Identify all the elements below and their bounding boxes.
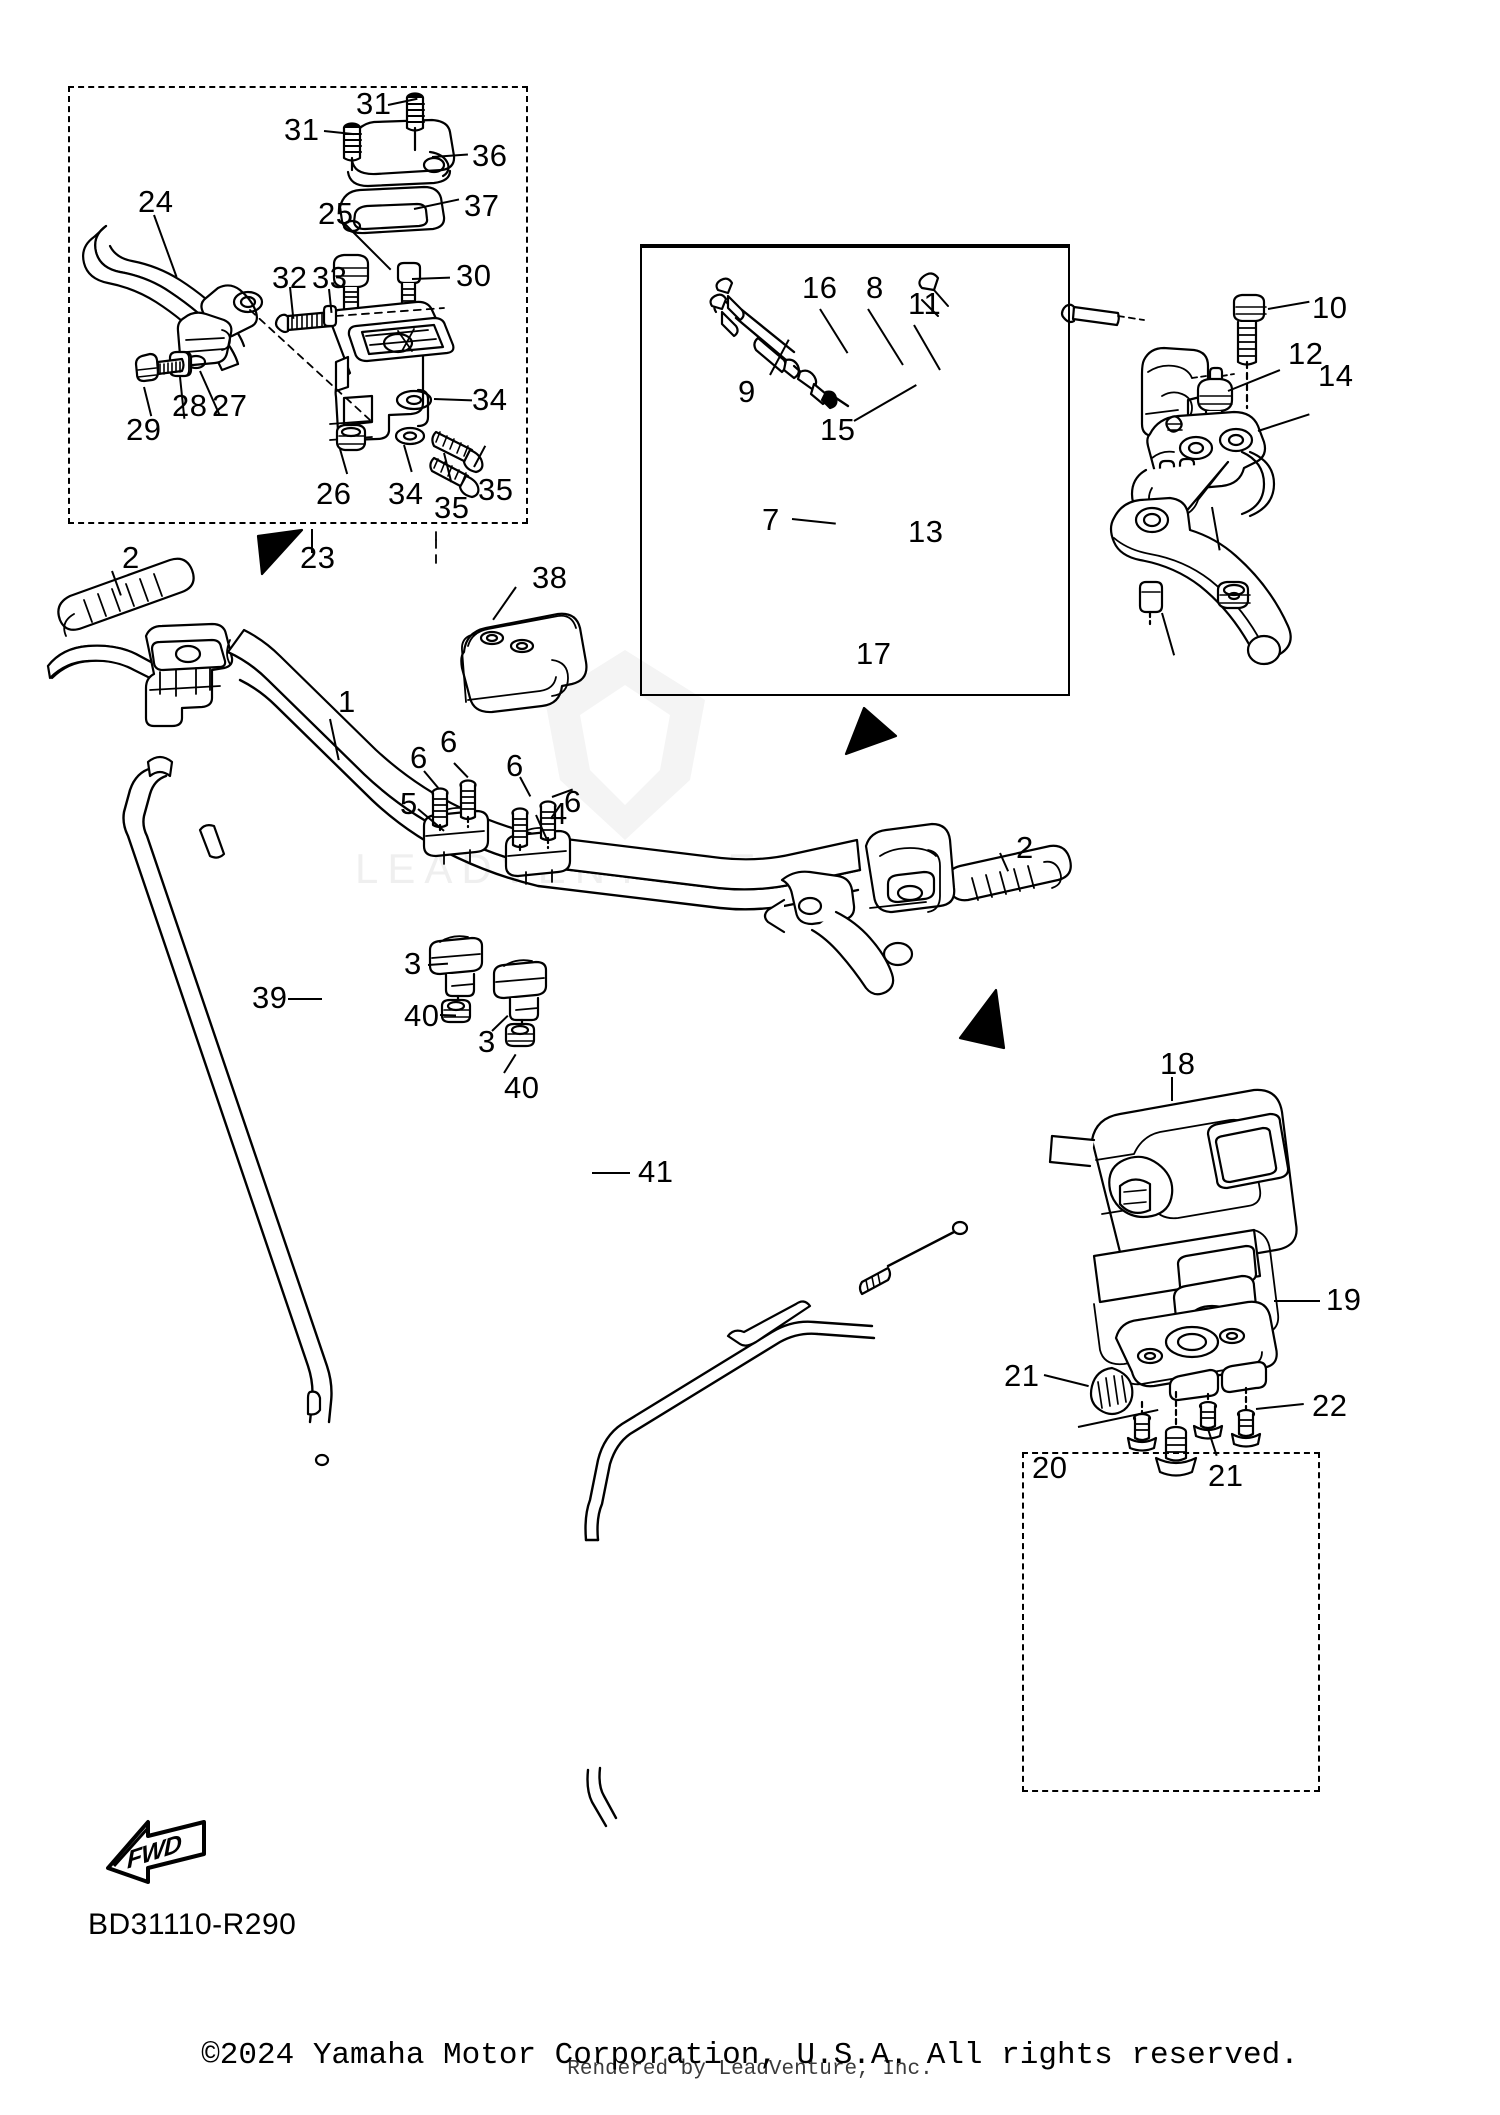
callout-18: 18 — [1160, 1046, 1196, 1081]
callout-15: 15 — [820, 412, 856, 447]
leader-2b — [999, 852, 1010, 872]
callout-2a: 2 — [122, 540, 140, 575]
callout-9: 9 — [738, 374, 756, 409]
callout-1: 1 — [338, 684, 356, 719]
leader-41 — [592, 1172, 630, 1174]
watermark-text: LEADVENTURE — [355, 845, 765, 892]
leader-12 — [1227, 369, 1281, 392]
leader-22 — [1255, 1402, 1304, 1410]
callout-7: 7 — [762, 502, 780, 537]
callout-27: 27 — [212, 388, 248, 423]
leader-20 — [1077, 1408, 1159, 1428]
rendered-by-text: Rendered by LeadVenture, Inc. — [567, 2058, 933, 2081]
callout-6d: 6 — [564, 784, 582, 819]
leader-21a — [1043, 1374, 1089, 1388]
callout-5: 5 — [400, 786, 418, 821]
leader-39 — [288, 998, 322, 1000]
callout-36: 36 — [472, 138, 508, 173]
leader-2a — [111, 570, 122, 596]
callout-23: 23 — [300, 540, 336, 575]
inset-master-cylinder — [68, 86, 528, 524]
callout-37: 37 — [464, 188, 500, 223]
callout-17: 17 — [856, 636, 892, 671]
callout-35b: 35 — [478, 472, 514, 507]
callout-16: 16 — [802, 270, 838, 305]
leader-1 — [329, 718, 340, 761]
fwd-direction-arrow: FWD — [100, 1810, 220, 1900]
leader-40a — [439, 1014, 457, 1017]
callout-41: 41 — [638, 1154, 674, 1189]
callout-21a: 21 — [1004, 1358, 1040, 1393]
callout-34b: 34 — [388, 476, 424, 511]
leader-5 — [417, 808, 445, 832]
callout-12: 12 — [1288, 336, 1324, 371]
leader-6b — [453, 762, 469, 779]
callout-11: 11 — [908, 286, 942, 321]
leader-17 — [1161, 612, 1176, 656]
part-code-label: BD31110-R290 — [88, 1908, 297, 1941]
callout-6a: 6 — [410, 740, 428, 775]
callout-13: 13 — [908, 514, 944, 549]
inset-switch-assembly — [1022, 1452, 1320, 1792]
callout-34a: 34 — [472, 382, 508, 417]
callout-32: 32 — [272, 260, 308, 295]
leader-13 — [1211, 506, 1221, 551]
callout-28: 28 — [172, 388, 208, 423]
callout-33: 33 — [312, 260, 348, 295]
callout-39: 39 — [252, 980, 288, 1015]
callout-25: 25 — [318, 196, 354, 231]
callout-26: 26 — [316, 476, 352, 511]
callout-19: 19 — [1326, 1282, 1362, 1317]
leader-38 — [492, 586, 517, 621]
callout-20: 20 — [1032, 1450, 1068, 1485]
leader-14 — [1257, 413, 1310, 432]
leader-10 — [1267, 300, 1310, 310]
callout-29: 29 — [126, 412, 162, 447]
copyright-text: ©2024 Yamaha Motor Corporation, U.S.A. A… — [201, 2038, 1299, 2073]
callout-22: 22 — [1312, 1388, 1348, 1423]
callout-24: 24 — [138, 184, 174, 219]
callout-40a: 40 — [404, 998, 440, 1033]
inset-clutch-box — [640, 246, 1070, 696]
callout-31a: 31 — [356, 86, 392, 121]
callout-10: 10 — [1312, 290, 1348, 325]
leader-3a — [427, 962, 449, 966]
callout-6c: 6 — [506, 748, 524, 783]
callout-3b: 3 — [478, 1024, 496, 1059]
leader-19 — [1274, 1300, 1320, 1302]
callout-30: 30 — [456, 258, 492, 293]
callout-3a: 3 — [404, 946, 422, 981]
callout-8: 8 — [866, 270, 884, 305]
callout-6b: 6 — [440, 724, 458, 759]
callout-4: 4 — [550, 796, 568, 831]
callout-2b: 2 — [1016, 830, 1034, 865]
callout-14: 14 — [1318, 358, 1354, 393]
callout-38: 38 — [532, 560, 568, 595]
callout-40b: 40 — [504, 1070, 540, 1105]
callout-31b: 31 — [284, 112, 320, 147]
callout-21b: 21 — [1208, 1458, 1244, 1493]
callout-35a: 35 — [434, 490, 470, 525]
